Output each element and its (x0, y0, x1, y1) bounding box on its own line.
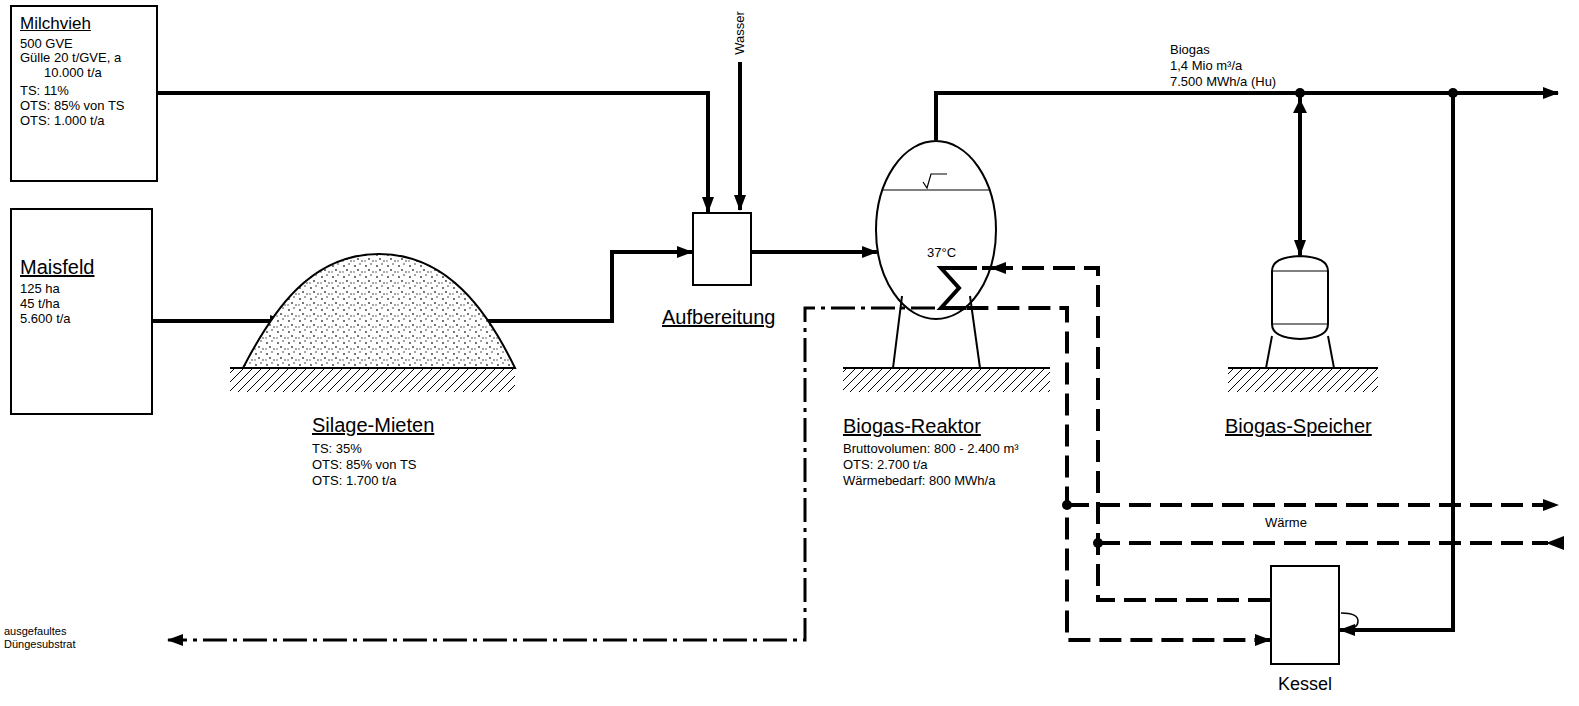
burner-symbol (1341, 613, 1358, 629)
boiler-box: Kessel (1270, 565, 1340, 665)
node-text: 37°C (927, 246, 956, 261)
node-text: OTS: 85% von TS (312, 458, 417, 473)
node-heading: Biogas-Speicher (1225, 415, 1372, 438)
node-heading: Milchvieh (20, 14, 148, 34)
flow-label: 1,4 Mio m³/a (1170, 58, 1242, 74)
node-text: OTS: 2.700 t/a (843, 458, 928, 473)
flow-label: ausgefaultes Düngesubstrat (4, 625, 86, 651)
heat-out-line (1067, 503, 1558, 507)
flow-label: Wärme (1262, 515, 1310, 531)
heat-in-arrowhead (1546, 536, 1564, 550)
node-text: OTS: 1.000 t/a (20, 114, 148, 129)
flow-line (469, 252, 692, 321)
node-text: 45 t/ha (20, 297, 143, 312)
node-heading: Aufbereitung (662, 306, 775, 329)
flow-label: 7.500 MWh/a (Hu) (1170, 74, 1276, 90)
flow-line (153, 319, 285, 323)
inlet-label: Wasser (732, 11, 748, 55)
node-text: Bruttovolumen: 800 - 2.400 m³ (843, 442, 1019, 457)
heat-in-line (1098, 541, 1548, 545)
flow-line (936, 93, 1453, 630)
node-text: Kessel (1278, 674, 1332, 695)
node-text: Wärmebedarf: 800 MWh/a (843, 474, 995, 489)
node-heading: Silage-Mieten (312, 414, 434, 437)
node-text: Biogas-Reaktor (843, 415, 981, 438)
reactor-vessel: 37°CBiogas-ReaktorBruttovolumen: 800 - 2… (875, 140, 997, 320)
node-text: 125 ha (20, 282, 143, 297)
storage-vessel: Biogas-Speicher (1258, 255, 1342, 340)
storage-shape (1258, 255, 1342, 340)
node-text: TS: 11% (20, 84, 148, 99)
flow-line (158, 93, 708, 212)
node-heading: Maisfeld (20, 256, 143, 279)
process-box: Aufbereitung (692, 212, 752, 286)
flow-label: Biogas (1170, 42, 1210, 58)
mound-shape (243, 252, 515, 368)
flow-line (752, 250, 877, 254)
node-text: Gülle 20 t/GVE, a 10.000 t/a (20, 51, 148, 81)
reactor-shape (875, 140, 997, 320)
node-text: TS: 35% (312, 442, 362, 457)
flow-line (936, 93, 1300, 255)
source-box: Maisfeld 125 ha45 t/ha5.600 t/a (10, 208, 153, 415)
node-text: OTS: 85% von TS (20, 99, 148, 114)
source-box: Milchvieh 500 GVEGülle 20 t/GVE, a 10.000… (10, 5, 158, 182)
heat-line (966, 308, 1270, 640)
silage-mound: Silage-MietenTS: 35%OTS: 85% von TSOTS: … (243, 252, 515, 368)
node-text: OTS: 1.700 t/a (312, 474, 397, 489)
node-text: 500 GVE (20, 37, 148, 52)
water-line (738, 62, 742, 210)
node-text: 5.600 t/a (20, 312, 143, 327)
